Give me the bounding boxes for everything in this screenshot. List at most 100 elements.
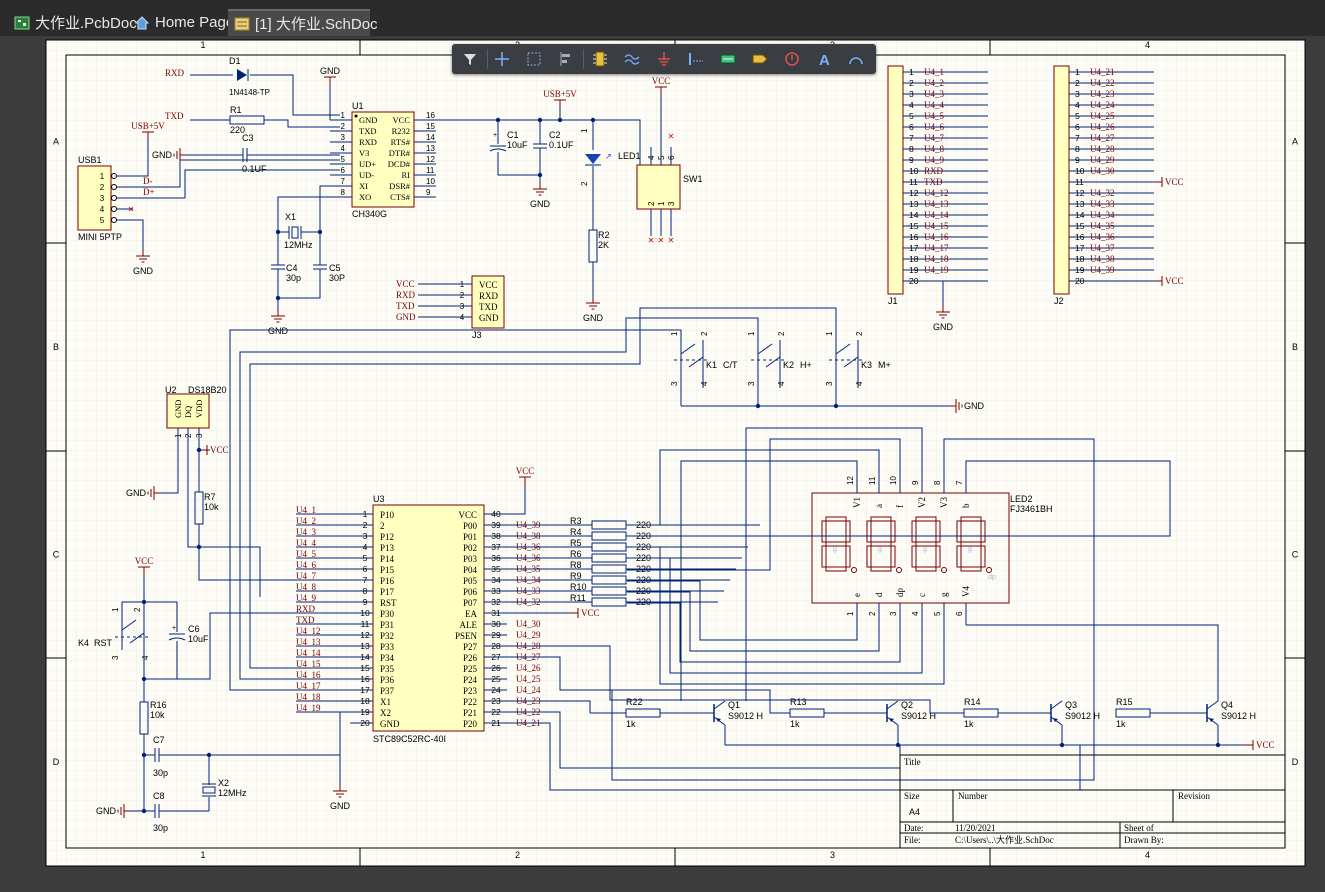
c6-plate [168,637,186,641]
led1-designator: LED1 [618,151,641,161]
junction [557,117,563,123]
led2-segment [980,520,986,543]
schematic-sheet[interactable]: 11223344AABBCCDDUSB1MINI 5PTP12345USB+5V… [0,36,1325,892]
c3-designator: C3 [242,133,254,143]
u3-pin-number: 31 [491,608,501,618]
led2-pin-number: 11 [868,476,877,485]
led2-designator: LED2 [1010,494,1033,504]
u1-pin-name: TXD [359,126,376,136]
sw1-pin-number: 1 [657,201,666,206]
j1-gnd: GND [933,306,954,332]
led2-segment-hint: g [968,546,972,553]
key-designator: K1 [706,360,717,370]
led2-segment [915,541,937,547]
led2-segment-hint: g [923,546,927,553]
u1-pin-name: XI [359,181,368,191]
tab-schdoc[interactable]: [1] 大作业.SchDoc [228,9,378,36]
j2-pin-number: 15 [1075,221,1085,231]
led2-segment [935,545,941,568]
transistor-arrow [889,718,894,722]
wire-p22 [507,700,591,713]
place-bus-button[interactable] [684,47,708,71]
zone-column-label: 4 [1145,40,1150,50]
led2-segment [911,545,917,568]
select-rect-icon [527,52,541,66]
net-label: TXD [396,301,415,311]
k4-pin-number: 4 [141,655,150,660]
net-label: U4_19 [296,703,321,713]
c7-designator: C7 [153,735,165,745]
led2-segment [960,541,982,547]
select-rect-button[interactable] [522,47,546,71]
transistor-arrow [1209,718,1214,722]
gnd-label: GND [933,322,954,332]
usb1-comment: MINI 5PTP [78,232,122,242]
net-label-rxd: RXD [165,68,185,78]
u1-pin-number: 3 [341,133,346,142]
place-text-icon: A [819,52,830,69]
u3-pin-name: P31 [380,620,394,630]
place-text-button[interactable]: A [812,47,836,71]
c6-designator: C6 [188,624,200,634]
u3-pin-name: VCC [458,510,477,520]
c1-polarity: + [493,132,497,139]
place-wire-button[interactable] [620,47,644,71]
wire-k1 [229,329,682,691]
j1-pin-number: 3 [909,89,914,99]
place-port-button[interactable] [748,47,772,71]
filter-icon [464,54,476,65]
u3-body [372,504,485,732]
r7-designator: R7 [204,492,216,502]
place-harness-button[interactable] [716,47,740,71]
transistor-comment: S9012 H [901,711,936,721]
power-port-button[interactable] [652,47,676,71]
place-directive-button[interactable] [780,47,804,71]
u3-pin-name: P25 [463,664,478,674]
u3-pin-name: ALE [460,620,478,630]
led2-pin-number: 7 [955,480,964,485]
j1-pin-number: 7 [909,133,914,143]
net-label: U4_5 [924,111,944,121]
j2-pin-number: 19 [1075,265,1085,275]
net-label-dminus: D- [143,176,153,186]
u1-pin-name: RTS# [391,137,411,147]
zone-column-label: 4 [1145,850,1150,860]
u3-designator: U3 [373,494,385,504]
u3-pin-name: P17 [380,587,395,597]
tab-pcbdoc[interactable]: 大作业.PcbDoc [8,9,143,36]
c4-value: 30p [286,273,301,283]
net-label: U4_27 [1090,133,1115,143]
u3-pin-number: 13 [360,641,370,651]
u3-pin-name: P07 [463,598,478,608]
align-button[interactable] [554,47,578,71]
wire-c [627,557,923,674]
usb5v-port: USB+5V [131,121,165,140]
schematic-canvas[interactable]: 11223344AABBCCDDUSB1MINI 5PTP12345USB+5V… [0,36,1325,892]
place-arc-button[interactable] [844,47,868,71]
wire-dp [627,602,901,663]
tab-home-page[interactable]: Home Page [128,9,240,36]
u1-pin-number: 5 [341,155,346,164]
net-label: U4_1 [924,67,944,77]
u3-pin-name: GND [380,719,400,729]
key-designator: K2 [783,360,794,370]
u3-pin-number: 4 [363,542,368,552]
u3-pin-name: P21 [463,708,477,718]
place-part-button[interactable] [588,47,612,71]
j1-pin-number: 4 [909,100,914,110]
c7-value: 30p [153,768,168,778]
cross-probe-button[interactable] [490,47,514,71]
sw1-pin-number: 5 [657,155,666,160]
filter-button[interactable] [458,47,482,71]
u3-pin-number: 17 [360,685,370,695]
zone-column-label: 1 [200,40,205,50]
pcb-doc-icon [14,16,30,30]
seg-resistor-designator: R10 [570,582,587,592]
led2-body [811,492,1010,604]
c8-designator: C8 [153,791,165,801]
u3-pin-name: P02 [463,543,477,553]
wire-u3-vcc [507,485,526,515]
j1-pin-number: 5 [909,111,914,121]
net-label: U4_37 [1090,243,1115,253]
vcc-label: VCC [135,556,154,566]
